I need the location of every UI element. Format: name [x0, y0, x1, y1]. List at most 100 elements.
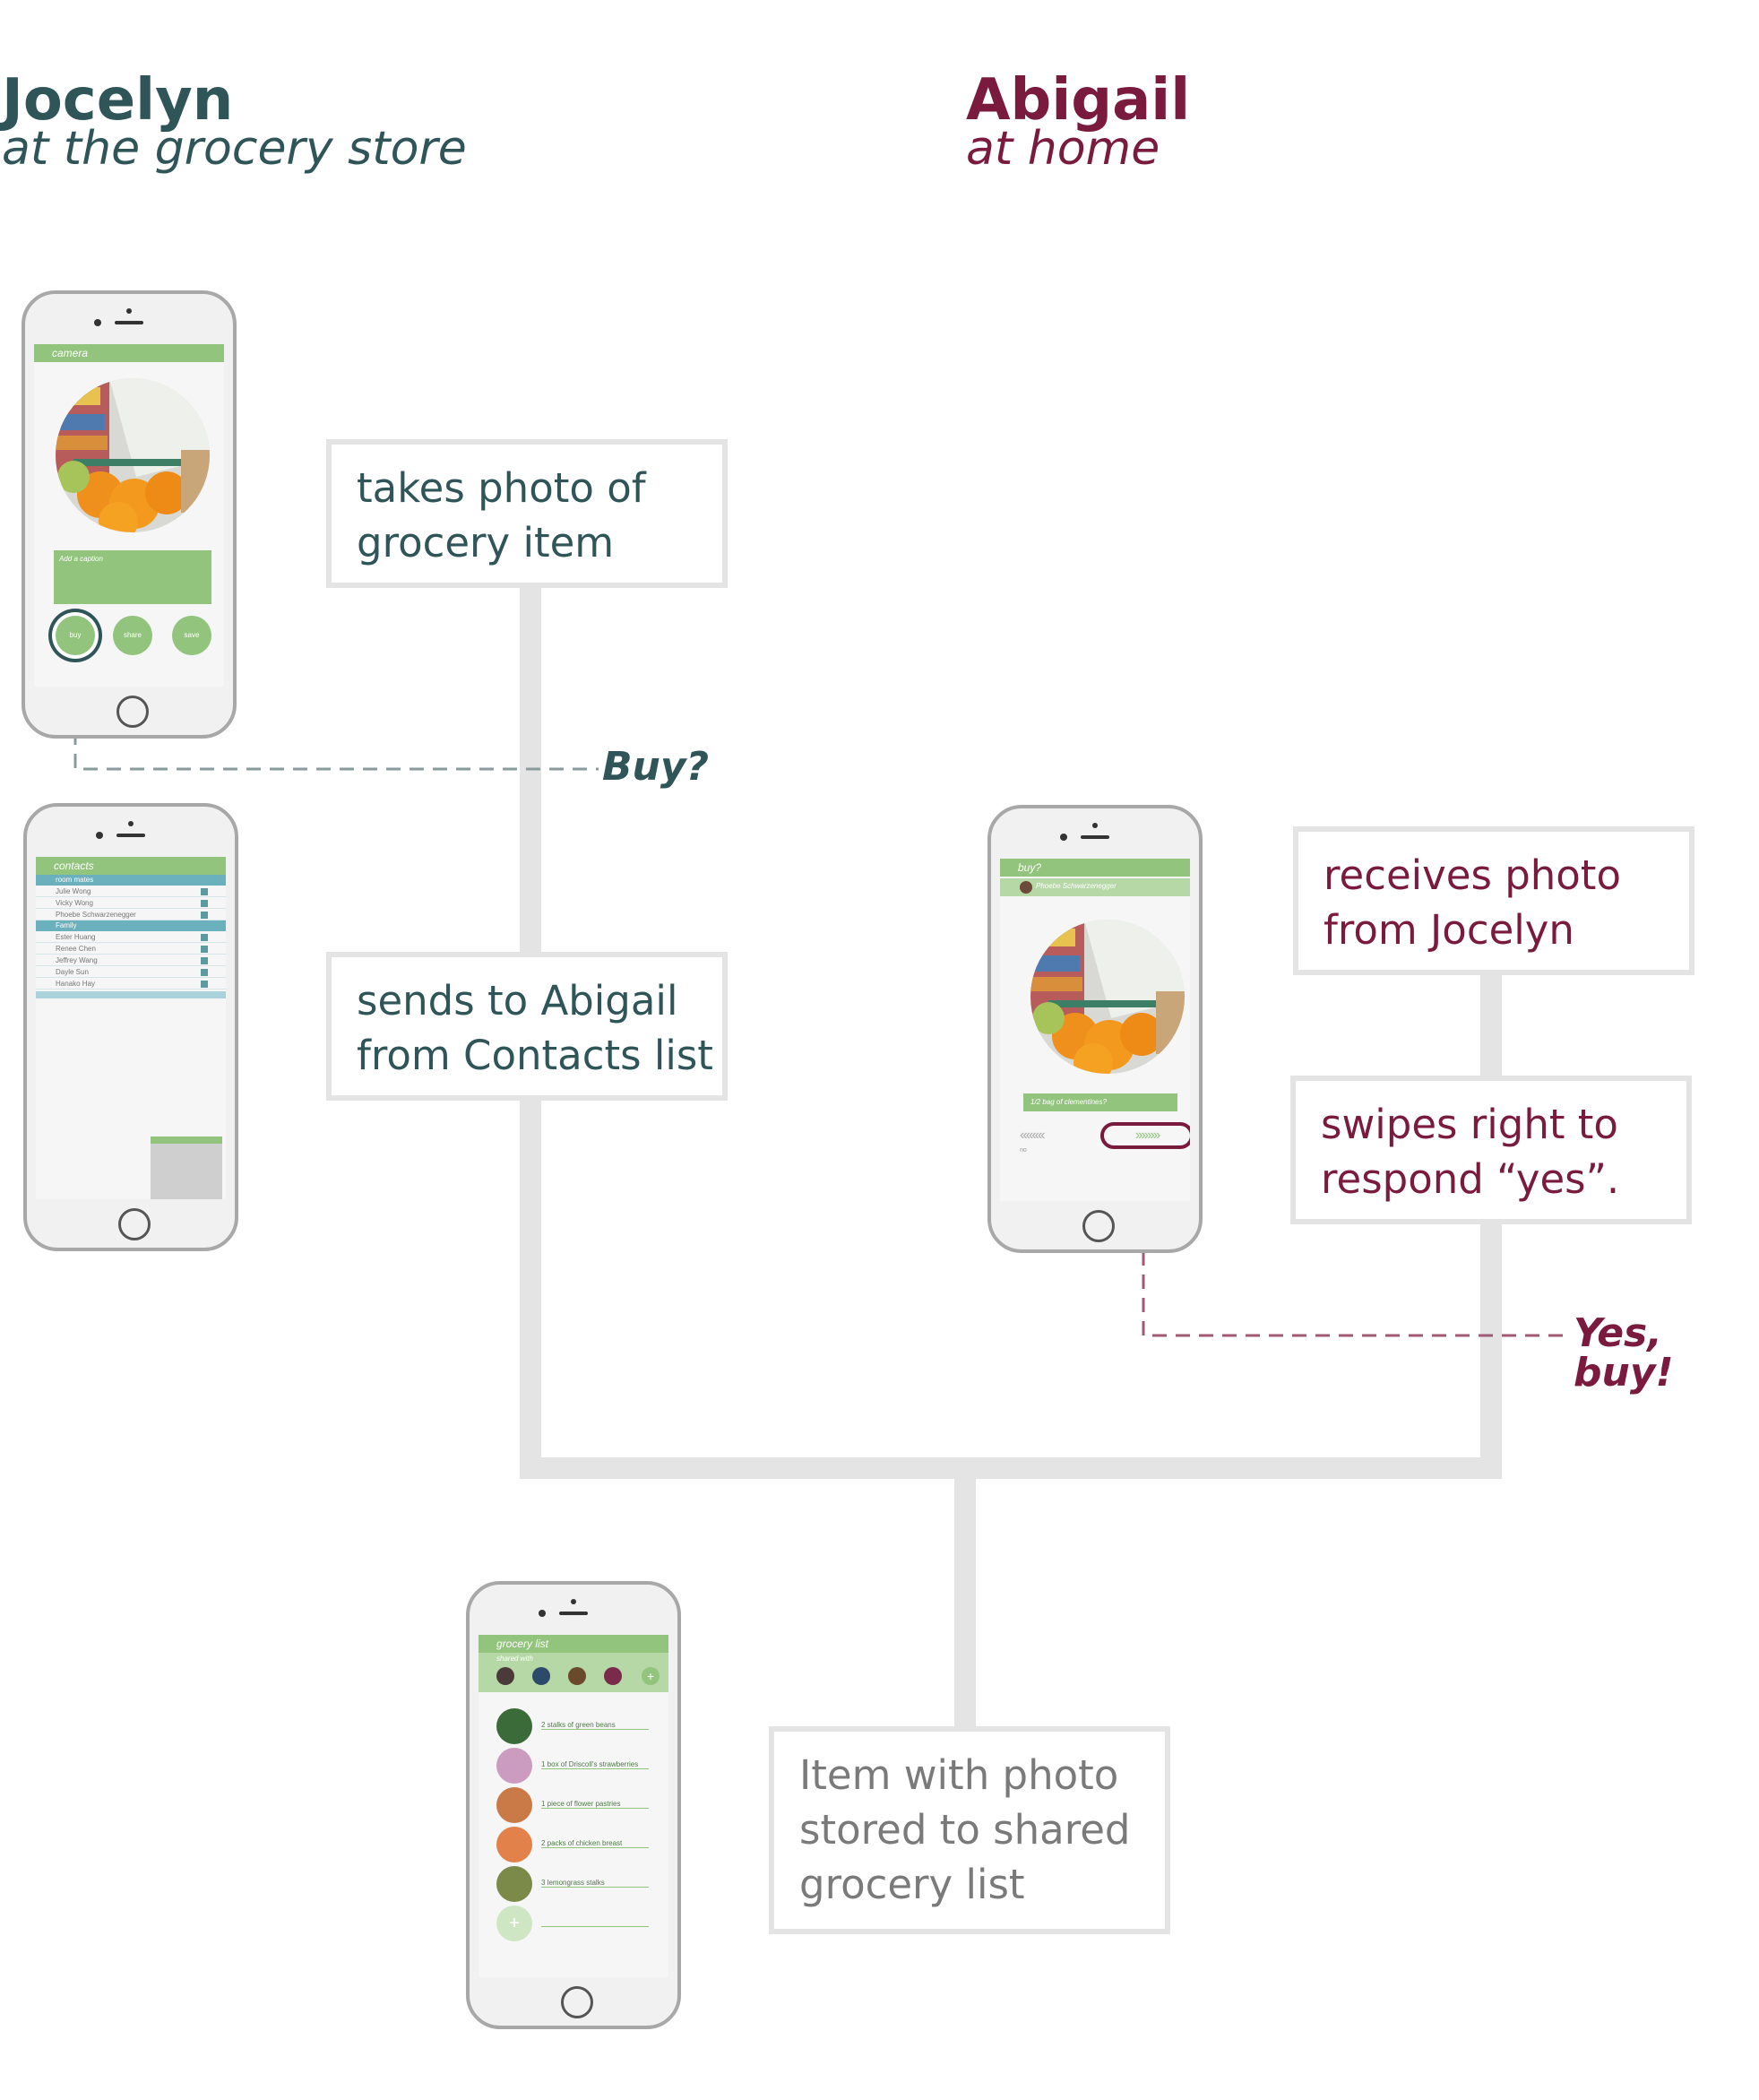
contact-row[interactable]: Jeffrey Wang — [36, 955, 226, 966]
contact-row[interactable]: Hanako Hay — [36, 978, 226, 990]
checkbox-icon[interactable] — [201, 934, 208, 941]
connector-horizontal — [520, 1457, 1502, 1479]
caption-placeholder: Add a caption — [59, 555, 103, 563]
contact-name: Julie Wong — [56, 887, 91, 895]
save-button[interactable]: save — [172, 616, 211, 655]
add-person-icon[interactable]: + — [642, 1667, 660, 1685]
chat-preview-panel — [151, 1136, 222, 1199]
contact-name: Hanako Hay — [56, 980, 96, 988]
contacts-list: room mates Julie Wong Vicky Wong Phoebe … — [36, 875, 226, 998]
item-thumbnail — [496, 1787, 532, 1823]
step-swipe-line1: swipes right to — [1321, 1101, 1618, 1148]
add-item-line — [541, 1925, 649, 1927]
grocery-photo — [1030, 920, 1185, 1074]
step-take-photo-line2: grocery item — [357, 519, 615, 566]
received-caption: 1/2 bag of clementines? — [1023, 1093, 1177, 1111]
persona-context-right: at home — [966, 122, 1160, 176]
avatar[interactable] — [568, 1667, 586, 1685]
checkbox-icon[interactable] — [201, 969, 208, 976]
persona-name-right: Abigail — [966, 67, 1191, 134]
list-item[interactable]: 1 box of Driscoll's strawberries — [496, 1748, 653, 1784]
step-swipe: swipes right to respond “yes”. — [1290, 1076, 1692, 1224]
swipe-left-arrows-icon[interactable]: ‹‹‹‹‹‹‹‹ — [1020, 1128, 1046, 1143]
step-stored-line1: Item with photo — [799, 1751, 1119, 1799]
receive-title-bar: buy? — [1000, 859, 1190, 877]
contacts-divider — [36, 991, 226, 998]
list-item[interactable]: 2 packs of chicken breast — [496, 1827, 653, 1862]
contact-name: Phoebe Schwarzenegger — [56, 911, 136, 919]
contact-row[interactable]: Julie Wong — [36, 886, 226, 897]
shared-with-bar: shared with + — [479, 1653, 668, 1692]
contact-row[interactable]: Ester Huang — [36, 931, 226, 943]
contact-row[interactable]: Vicky Wong — [36, 897, 226, 909]
avatar[interactable] — [496, 1667, 514, 1685]
checkbox-icon[interactable] — [201, 912, 208, 919]
connector-bottom-vertical — [954, 1457, 976, 1735]
step-stored: Item with photo stored to shared grocery… — [769, 1726, 1170, 1934]
home-button[interactable] — [1082, 1210, 1115, 1242]
share-button[interactable]: share — [113, 616, 152, 655]
item-thumbnail — [496, 1748, 532, 1784]
item-label: 3 lemongrass stalks — [541, 1879, 649, 1888]
item-label: 2 packs of chicken breast — [541, 1839, 649, 1848]
callout-yes-buy: Yes, buy! — [1574, 1310, 1674, 1396]
camera-title-bar: camera — [34, 344, 224, 362]
avatar — [1020, 881, 1032, 894]
step-receive-line1: receives photo — [1324, 851, 1621, 899]
add-item-row[interactable]: + — [496, 1906, 653, 1941]
grocery-title-bar: grocery list — [479, 1635, 668, 1653]
contacts-title-bar: contacts — [36, 857, 226, 875]
item-thumbnail — [496, 1827, 532, 1862]
step-send: sends to Abigail from Contacts list — [326, 952, 728, 1101]
avatar[interactable] — [532, 1667, 550, 1685]
home-button[interactable] — [561, 1986, 593, 2018]
checkbox-icon[interactable] — [201, 888, 208, 895]
swipe-right-arrows-icon[interactable]: ›››››››› — [1100, 1122, 1190, 1149]
phone-grocery-list: grocery list shared with + 2 stalks of g… — [466, 1581, 681, 2029]
list-item[interactable]: 3 lemongrass stalks — [496, 1866, 653, 1902]
contact-name: Dayle Sun — [56, 968, 89, 976]
step-take-photo-line1: takes photo of — [357, 464, 646, 512]
callout-buy: Buy? — [602, 744, 710, 790]
grocery-photo — [56, 378, 210, 532]
caption-box[interactable]: Add a caption — [54, 550, 211, 604]
swipe-no-label: no — [1020, 1147, 1027, 1154]
phone-contacts: contacts room mates Julie Wong Vicky Won… — [23, 803, 238, 1251]
checkbox-icon[interactable] — [201, 900, 208, 907]
step-send-line1: sends to Abigail — [357, 977, 678, 1024]
list-item[interactable]: 2 stalks of green beans — [496, 1708, 653, 1744]
item-thumbnail — [496, 1866, 532, 1902]
step-send-line2: from Contacts list — [357, 1032, 713, 1079]
home-button[interactable] — [118, 1208, 151, 1240]
contact-row[interactable]: Phoebe Schwarzenegger — [36, 909, 226, 920]
list-item[interactable]: 1 piece of flower pastries — [496, 1787, 653, 1823]
step-receive-line2: from Jocelyn — [1324, 906, 1574, 954]
step-take-photo: takes photo of grocery item — [326, 439, 728, 588]
step-stored-line3: grocery list — [799, 1861, 1025, 1908]
contact-group-header[interactable]: Family — [36, 920, 226, 931]
item-label: 1 piece of flower pastries — [541, 1800, 649, 1809]
item-thumbnail — [496, 1708, 532, 1744]
contact-row[interactable]: Renee Chen — [36, 943, 226, 955]
home-button[interactable] — [116, 696, 149, 728]
phone-receive: buy? Phoebe Schwarzenegger 1/2 b — [987, 805, 1203, 1253]
contact-name: Ester Huang — [56, 933, 96, 941]
buy-button[interactable]: buy — [56, 616, 95, 655]
contact-row[interactable]: Dayle Sun — [36, 966, 226, 978]
avatar[interactable] — [604, 1667, 622, 1685]
add-item-icon[interactable]: + — [496, 1906, 532, 1941]
item-label: 2 stalks of green beans — [541, 1721, 649, 1730]
contact-group-header[interactable]: room mates — [36, 875, 226, 886]
persona-name-left: Jocelyn — [2, 67, 234, 134]
sender-row: Phoebe Schwarzenegger — [1000, 878, 1190, 896]
checkbox-icon[interactable] — [201, 946, 208, 953]
shared-with-label: shared with — [496, 1655, 533, 1663]
checkbox-icon[interactable] — [201, 981, 208, 988]
sender-name: Phoebe Schwarzenegger — [1036, 882, 1117, 890]
item-label: 1 box of Driscoll's strawberries — [541, 1760, 649, 1769]
phone-camera: camera Add a caption buy share — [22, 290, 237, 739]
connector-right-vertical-top — [1480, 968, 1502, 1085]
contact-name: Renee Chen — [56, 945, 96, 953]
checkbox-icon[interactable] — [201, 957, 208, 964]
